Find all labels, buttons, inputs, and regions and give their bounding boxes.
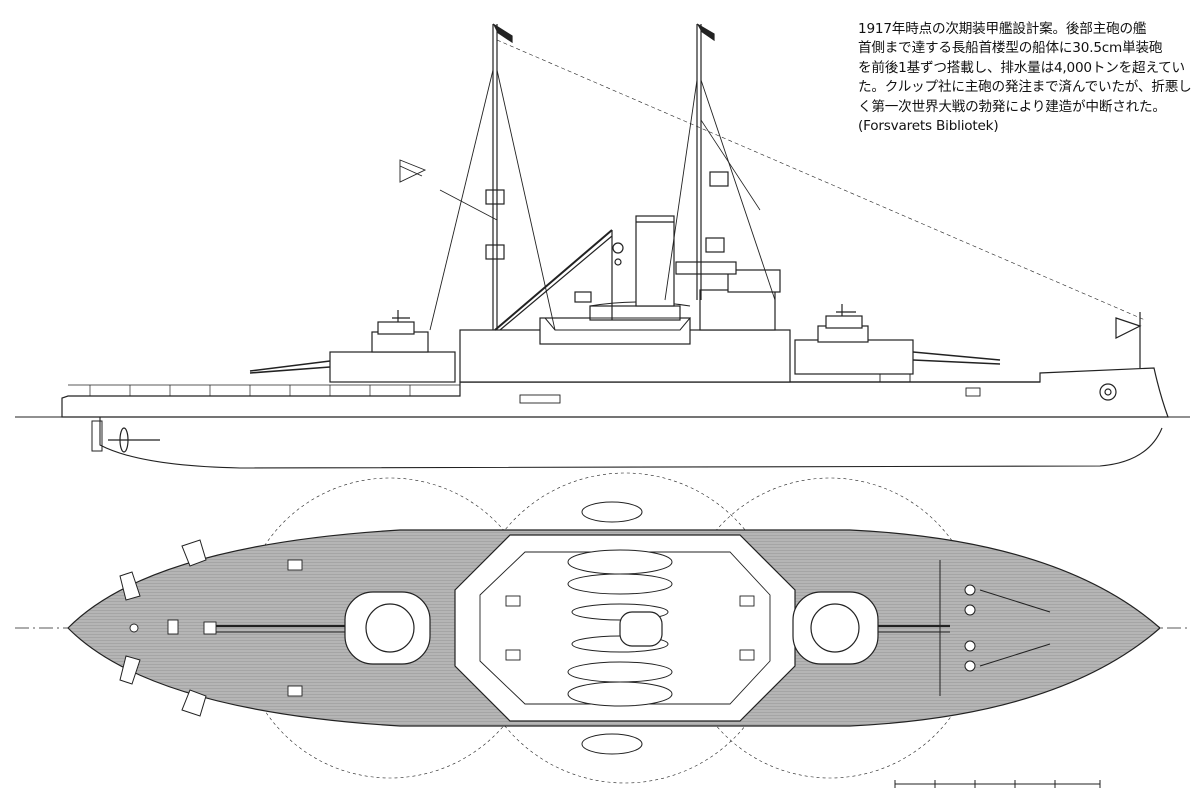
- caption-line-3: を前後1基ずつ搭載し、排水量は4,000トンを超えてい: [858, 59, 1185, 76]
- boat-crane: [494, 229, 624, 331]
- signal-flags-aft: [399, 159, 427, 183]
- aft-turret-plan: [210, 591, 431, 665]
- bow-fittings: [939, 560, 1051, 696]
- propeller: [108, 427, 160, 453]
- lifeboats-plan: [567, 501, 673, 755]
- midship-superstructure: [459, 261, 791, 383]
- funnel-top: [619, 611, 663, 647]
- aft-railing: [68, 384, 460, 396]
- caption-line-2: 首側まで達する長船首楼型の船体に30.5cm単装砲: [858, 40, 1163, 57]
- plan-view-deck: [15, 472, 1190, 788]
- fore-mast: [664, 23, 776, 301]
- aft-mast: [429, 23, 556, 331]
- caption-source: (Forsvarets Bibliotek): [858, 118, 999, 135]
- aft-main-turret: [249, 331, 456, 383]
- fore-secondary-gun: [825, 304, 863, 329]
- bow-crest-icon: [1099, 383, 1117, 401]
- rudder: [91, 420, 103, 452]
- bow-flag: [1115, 312, 1142, 368]
- underwater-hull: [99, 417, 1163, 469]
- caption-line-1: 1917年時点の次期装甲艦設計案。後部主砲の艦: [858, 21, 1147, 37]
- funnel: [635, 215, 675, 307]
- sponsons: [119, 539, 207, 717]
- caption-line-5: く第一次世界大戦の勃発により建造が中断された。: [858, 98, 1166, 115]
- caption-text: 1917年時点の次期装甲艦設計案。後部主砲の艦 首側まで達する長船首楼型の船体に…: [858, 20, 1194, 136]
- scale-bar: [894, 780, 1101, 788]
- deck-hatches: [129, 559, 755, 697]
- fore-main-turret: [794, 325, 1001, 375]
- aft-secondary-gun: [377, 310, 415, 335]
- fore-turret-plan: [792, 591, 950, 665]
- signal-stay-line: [496, 39, 1146, 321]
- side-profile-elevation: [15, 23, 1190, 469]
- caption-line-4: た。クルップ社に主砲の発注まで済んでいたが、折悪し: [858, 79, 1192, 96]
